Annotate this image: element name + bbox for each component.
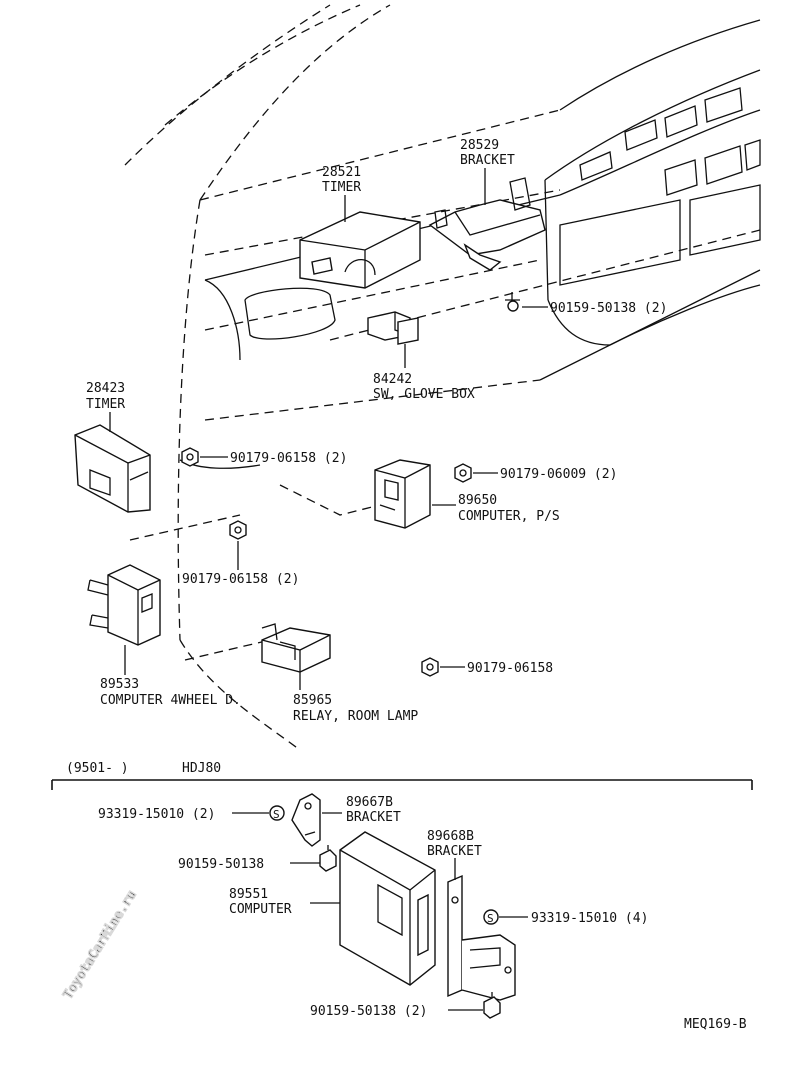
sw-glove-box-name: SW, GLOVE BOX [373, 387, 475, 402]
screw-93319-left-label: 93319-15010 (2) [98, 807, 215, 822]
s-mark-right: S [483, 909, 499, 925]
section-model: HDJ80 [182, 761, 221, 776]
sw-glove-box-drawing [367, 311, 419, 345]
computer-ps-number: 89650 [458, 493, 497, 508]
timer-28423-drawing [74, 424, 151, 513]
nut-90179-06158-c-label: 90179-06158 [467, 661, 553, 676]
watermark: ToyotaCarMine.ru [61, 888, 140, 1002]
nut-90179-06158-b-drawing [229, 520, 247, 540]
screw-93319-right-label: 93319-15010 (4) [531, 911, 648, 926]
timer-28423-number: 28423 [86, 381, 125, 396]
nut-90179-06158-b-label: 90179-06158 (2) [182, 572, 299, 587]
drawing-code: MEQ169-B [684, 1017, 747, 1032]
relay-room-lamp-name: RELAY, ROOM LAMP [293, 709, 418, 724]
leader-lines-upper [109, 168, 548, 690]
s-mark-left: S [269, 805, 285, 821]
bracket-89667b-number: 89667B [346, 795, 393, 810]
section-date-range: (9501- ) [66, 761, 129, 776]
computer-ps-drawing [374, 459, 431, 529]
bolt-90159-mid-label: 90159-50138 [178, 857, 264, 872]
timer-28521-number: 28521 [322, 165, 361, 180]
bracket-89668b-name: BRACKET [427, 844, 482, 859]
svg-text:S: S [273, 808, 280, 821]
labels: 28521 TIMER 28529 BRACKET 90159-50138 (2… [66, 138, 747, 1032]
nut-90179-06158-a-label: 90179-06158 (2) [230, 451, 347, 466]
bracket-89668b-drawing [447, 874, 516, 1001]
bracket-89668b-number: 89668B [427, 829, 474, 844]
timer-28423-name: TIMER [86, 397, 125, 412]
svg-text:S: S [487, 912, 494, 925]
computer-4wheel-number: 89533 [100, 677, 139, 692]
timer-28521-drawing [299, 211, 421, 289]
nut-90179-06158-c-drawing [421, 657, 439, 677]
computer-89551-number: 89551 [229, 887, 268, 902]
sw-glove-box-number: 84242 [373, 372, 412, 387]
relay-room-lamp-number: 85965 [293, 693, 332, 708]
computer-ps-name: COMPUTER, P/S [458, 509, 560, 524]
nut-90179-06009-label: 90179-06009 (2) [500, 467, 617, 482]
leader-lines-lower [232, 812, 528, 1011]
bolt-90159-top-label: 90159-50138 (2) [550, 301, 667, 316]
bracket-28529-drawing [428, 177, 546, 271]
computer-4wheel-drawing [87, 564, 161, 646]
bracket-89667b-drawing [291, 793, 321, 847]
bracket-28529-number: 28529 [460, 138, 499, 153]
relay-room-lamp-drawing [261, 623, 331, 673]
computer-89551-drawing [339, 831, 436, 986]
dashboard-outline [124, 4, 761, 751]
bolt-90159-top-drawing [505, 292, 520, 312]
nut-90179-06158-a-drawing [181, 447, 199, 467]
computer-89551-name: COMPUTER [229, 902, 292, 917]
timer-28521-name: TIMER [322, 180, 361, 195]
bracket-28529-name: BRACKET [460, 153, 515, 168]
section-divider [51, 779, 753, 790]
bolt-90159-bottom-drawing [483, 992, 501, 1019]
bolt-90159-bottom-label: 90159-50138 (2) [310, 1004, 427, 1019]
bolt-90159-mid-drawing [319, 845, 337, 872]
computer-4wheel-name: COMPUTER 4WHEEL D. [100, 693, 241, 708]
bracket-89667b-name: BRACKET [346, 810, 401, 825]
nut-90179-06009-drawing [454, 463, 472, 483]
